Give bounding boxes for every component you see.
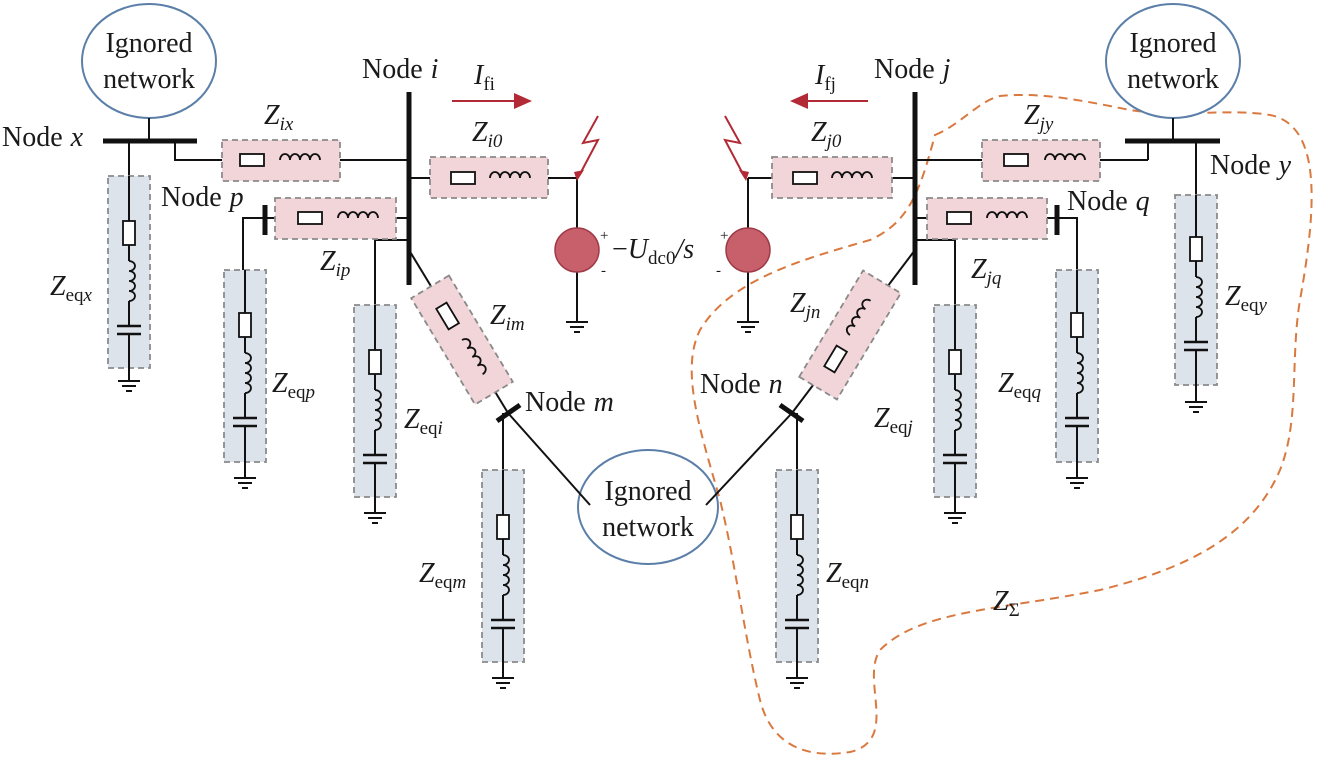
network-label-line2: network — [1127, 64, 1219, 95]
source-label: −Udc0/s — [612, 234, 694, 269]
shunt-impedance-zeqq — [1055, 269, 1099, 489]
z-jq-label: Zjq — [971, 254, 1002, 289]
current-fi-symbol: I — [473, 60, 485, 91]
source-left-minus: - — [601, 263, 606, 279]
fault-arrowhead-right — [739, 170, 749, 181]
source-sub: dc0 — [648, 248, 675, 269]
ignored-network-top-left: Ignored network — [81, 3, 217, 119]
z-sigma-label: ZΣ — [993, 586, 1020, 621]
z-eqx-label: Zeqx — [50, 271, 93, 306]
current-fj-label: Ifj — [814, 60, 836, 95]
z-jy-label: Zjy — [1024, 100, 1054, 135]
fault-bolt-right — [723, 115, 744, 175]
shunt-impedance-zeqm — [481, 469, 525, 689]
network-label-line1: Ignored — [604, 476, 691, 507]
network-label-line2: network — [103, 64, 195, 95]
dc-source-right — [725, 227, 771, 333]
z-eqn-label: Zeqn — [826, 558, 869, 593]
node-i-var: i — [431, 54, 439, 85]
source-symbol: U — [628, 234, 650, 265]
z-ix-label: Zix — [264, 100, 294, 135]
node-q-var: q — [1136, 186, 1150, 217]
fault-bolt-left — [579, 115, 600, 175]
z-sigma-boundary — [690, 93, 1313, 755]
series-impedance-zi0 — [429, 156, 549, 199]
current-fi-label: Ifi — [473, 60, 495, 95]
shunt-impedance-zeqn — [775, 469, 819, 689]
node-i-word: Node — [362, 54, 423, 85]
series-impedance-zjq — [926, 197, 1048, 240]
series-impedance-zim — [409, 274, 515, 406]
series-impedance-zjy — [981, 139, 1101, 182]
current-fj-sub: fj — [824, 74, 836, 95]
z-i0-label: Zi0 — [472, 117, 503, 152]
node-m-var: m — [594, 387, 614, 418]
shunt-impedance-zeqp — [223, 269, 267, 489]
node-y-word: Node — [1210, 150, 1271, 181]
ignored-network-center: Ignored network — [577, 449, 719, 565]
source-minus: − — [612, 234, 628, 265]
series-impedance-zix — [221, 139, 341, 182]
source-left-plus: + — [600, 228, 608, 244]
network-label-line1: Ignored — [1129, 28, 1216, 59]
z-eqm-label: Zeqm — [419, 558, 466, 593]
node-n-word: Node — [700, 369, 761, 400]
z-j0-label: Zj0 — [811, 117, 842, 152]
dc-source-left — [554, 227, 600, 333]
fault-arrowhead-left — [574, 170, 584, 181]
node-n-var: n — [769, 369, 783, 400]
shunt-impedance-zeqx — [107, 175, 151, 392]
network-label-line1: Ignored — [105, 28, 192, 59]
shunt-impedance-zeqj — [933, 304, 977, 524]
shunt-impedance-zeqy — [1174, 194, 1218, 413]
node-p-word: Node — [161, 182, 222, 213]
shunt-impedance-zeqi — [353, 304, 397, 524]
node-j-var: j — [940, 54, 951, 85]
z-eqq-label: Zeqq — [998, 368, 1042, 403]
source-tail: /s — [673, 234, 694, 265]
current-fj-symbol: I — [814, 60, 826, 91]
node-j-word: Node — [874, 54, 935, 85]
node-x-word: Node — [2, 122, 63, 153]
z-eqj-label: Zeqj — [874, 403, 913, 438]
node-x-var: x — [70, 122, 84, 153]
z-eqi-label: Zeqi — [404, 404, 443, 439]
z-jn-label: Zjn — [790, 288, 820, 323]
z-eqy-label: Zeqy — [1225, 281, 1268, 316]
node-p-var: p — [228, 182, 244, 213]
node-y-var: y — [1276, 150, 1292, 181]
node-m-word: Node — [525, 387, 586, 418]
series-impedance-zj0 — [771, 156, 893, 199]
source-right-minus: - — [716, 263, 721, 279]
current-fi-sub: fi — [483, 74, 495, 95]
ignored-network-top-right: Ignored network — [1105, 3, 1241, 119]
source-right-plus: + — [720, 228, 728, 244]
series-impedance-zjn — [797, 269, 903, 401]
z-eqp-label: Zeqp — [272, 368, 315, 403]
node-q-word: Node — [1067, 186, 1128, 217]
z-ip-label: Zip — [320, 246, 350, 281]
z-im-label: Zim — [490, 300, 525, 335]
network-label-line2: network — [602, 512, 694, 543]
series-impedance-zip — [274, 197, 397, 240]
